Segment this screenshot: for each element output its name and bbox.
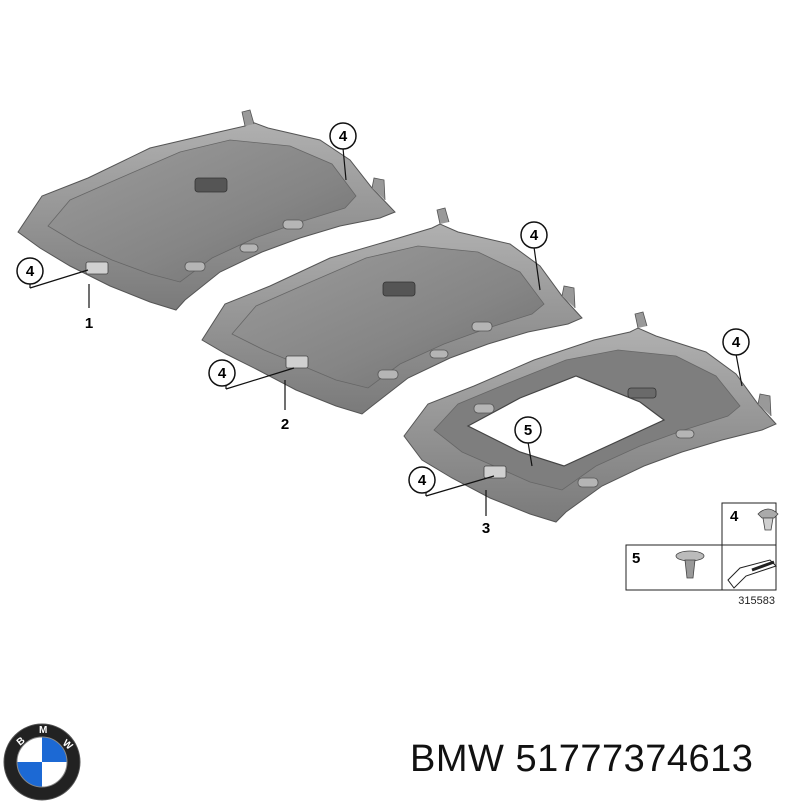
legend-box: 4 5 bbox=[625, 502, 779, 591]
part-label-2: 2 bbox=[281, 416, 289, 433]
callout-4-a: 4 bbox=[16, 257, 44, 285]
brand-name: BMW bbox=[410, 738, 505, 780]
legend-label-4: 4 bbox=[730, 508, 739, 525]
reference-number: 315583 bbox=[738, 595, 775, 607]
part-label-1: 1 bbox=[85, 315, 93, 332]
callout-4-c: 4 bbox=[208, 359, 236, 387]
clip-icon bbox=[757, 508, 779, 531]
svg-text:M: M bbox=[39, 725, 47, 736]
headliner-1 bbox=[17, 109, 396, 311]
callout-5-label: 5 bbox=[524, 422, 532, 439]
callout-4-e-label: 4 bbox=[418, 472, 427, 489]
bmw-logo: B M W bbox=[3, 723, 81, 801]
part-number: 51777374613 bbox=[515, 738, 754, 780]
part-label-3: 3 bbox=[482, 520, 490, 537]
footer: B M W BMW 51777374613 bbox=[0, 718, 800, 801]
legend-label-5: 5 bbox=[632, 550, 640, 567]
callout-4-a-label: 4 bbox=[26, 263, 35, 280]
brand-part-number: BMW 51777374613 bbox=[410, 738, 753, 781]
callout-4-e: 4 bbox=[408, 466, 436, 494]
headliner-3 bbox=[403, 311, 777, 523]
callout-4-b-label: 4 bbox=[339, 128, 348, 145]
foam-pad-icon bbox=[727, 559, 777, 589]
headliner-2 bbox=[201, 207, 583, 415]
callout-4-d: 4 bbox=[520, 221, 548, 249]
callout-4-f: 4 bbox=[722, 328, 750, 356]
callout-4-b: 4 bbox=[329, 122, 357, 150]
leader-lines bbox=[29, 147, 743, 516]
callout-5: 5 bbox=[514, 416, 542, 444]
callout-4-c-label: 4 bbox=[218, 365, 227, 382]
callout-4-d-label: 4 bbox=[530, 227, 539, 244]
push-rivet-icon bbox=[675, 550, 705, 579]
callout-4-f-label: 4 bbox=[732, 334, 741, 351]
